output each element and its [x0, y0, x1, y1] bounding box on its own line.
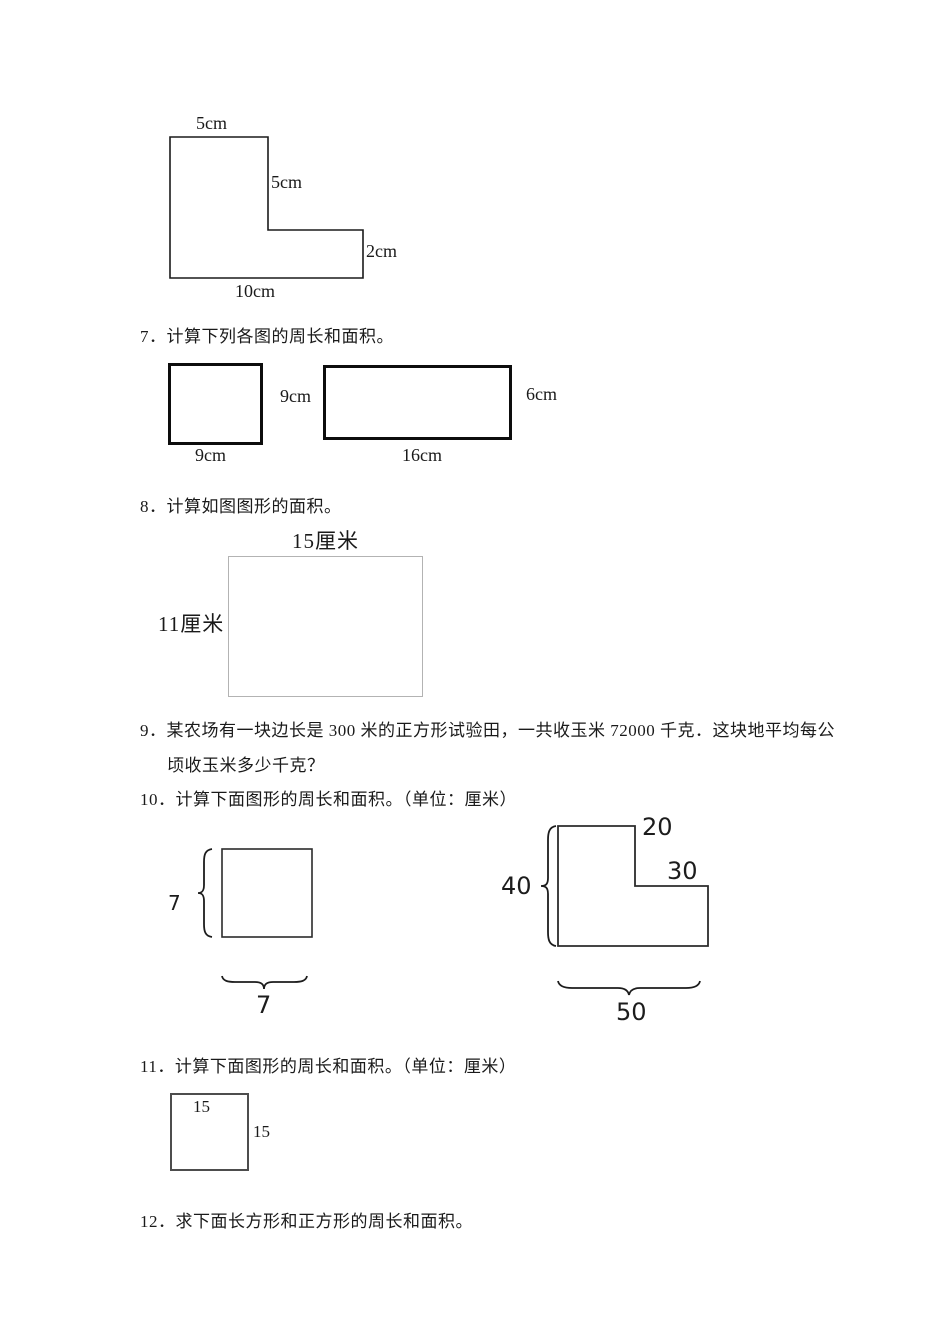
question-7-title: 7．计算下列各图的周长和面积。	[140, 327, 394, 346]
question-9-line2: 顷收玉米多少千克？	[167, 756, 325, 775]
question-11-title: 11．计算下面图形的周长和面积。（单位：厘米）	[140, 1057, 517, 1076]
q10-lshape-outline	[540, 825, 709, 996]
q7-square	[168, 363, 263, 445]
left-brace	[197, 848, 213, 938]
left-brace	[540, 825, 557, 947]
bottom-brace	[557, 980, 701, 996]
q7-rectangle	[323, 365, 512, 440]
q7-rect-bottom-label: 16cm	[402, 445, 442, 465]
q11-square	[170, 1093, 249, 1171]
question-12-title: 12．求下面长方形和正方形的周长和面积。	[140, 1212, 473, 1231]
dimension-label-step: 5cm	[271, 172, 302, 192]
q10-lshape-step-label: 30	[667, 857, 698, 885]
l-shape-outline	[169, 136, 364, 279]
q10-lshape-bottom-label: 50	[616, 998, 647, 1026]
question-9-line1: 9．某农场有一块边长是 300 米的正方形试验田，一共收玉米 72000 千克．…	[140, 721, 835, 740]
q7-square-bottom-label: 9cm	[195, 445, 226, 465]
question-8-title: 8．计算如图图形的面积。	[140, 497, 342, 516]
dimension-label-right: 2cm	[366, 241, 397, 261]
dimension-label-bottom: 10cm	[235, 281, 275, 301]
q7-square-right-label: 9cm	[280, 386, 311, 406]
q10-square-bottom-label: 7	[256, 991, 272, 1019]
q8-rectangle	[228, 556, 423, 697]
q10-lshape-figure: 20 30 40 50	[495, 805, 740, 1045]
q11-top-label: 15	[193, 1097, 210, 1116]
q7-figures: 9cm 9cm 6cm 16cm	[160, 353, 600, 473]
q10-square-left-label: 7	[168, 891, 181, 915]
bottom-brace	[221, 975, 308, 990]
q11-figure: 15 15	[160, 1085, 320, 1185]
q10-square-figure: 7 7	[160, 840, 360, 1035]
q11-right-label: 15	[253, 1122, 270, 1141]
q10-square-outline	[197, 848, 313, 990]
q8-figure: 15厘米 11厘米	[150, 525, 470, 710]
q6-lshape-figure: 5cm 5cm 2cm 10cm	[150, 105, 420, 310]
q8-top-label: 15厘米	[292, 529, 359, 553]
q10-lshape-left-label: 40	[501, 872, 532, 900]
q10-lshape-top-label: 20	[642, 813, 673, 841]
q8-left-label: 11厘米	[158, 612, 225, 636]
dimension-label-top: 5cm	[196, 113, 227, 133]
question-10-title: 10．计算下面图形的周长和面积。（单位：厘米）	[140, 790, 517, 809]
q7-rect-right-label: 6cm	[526, 384, 557, 404]
